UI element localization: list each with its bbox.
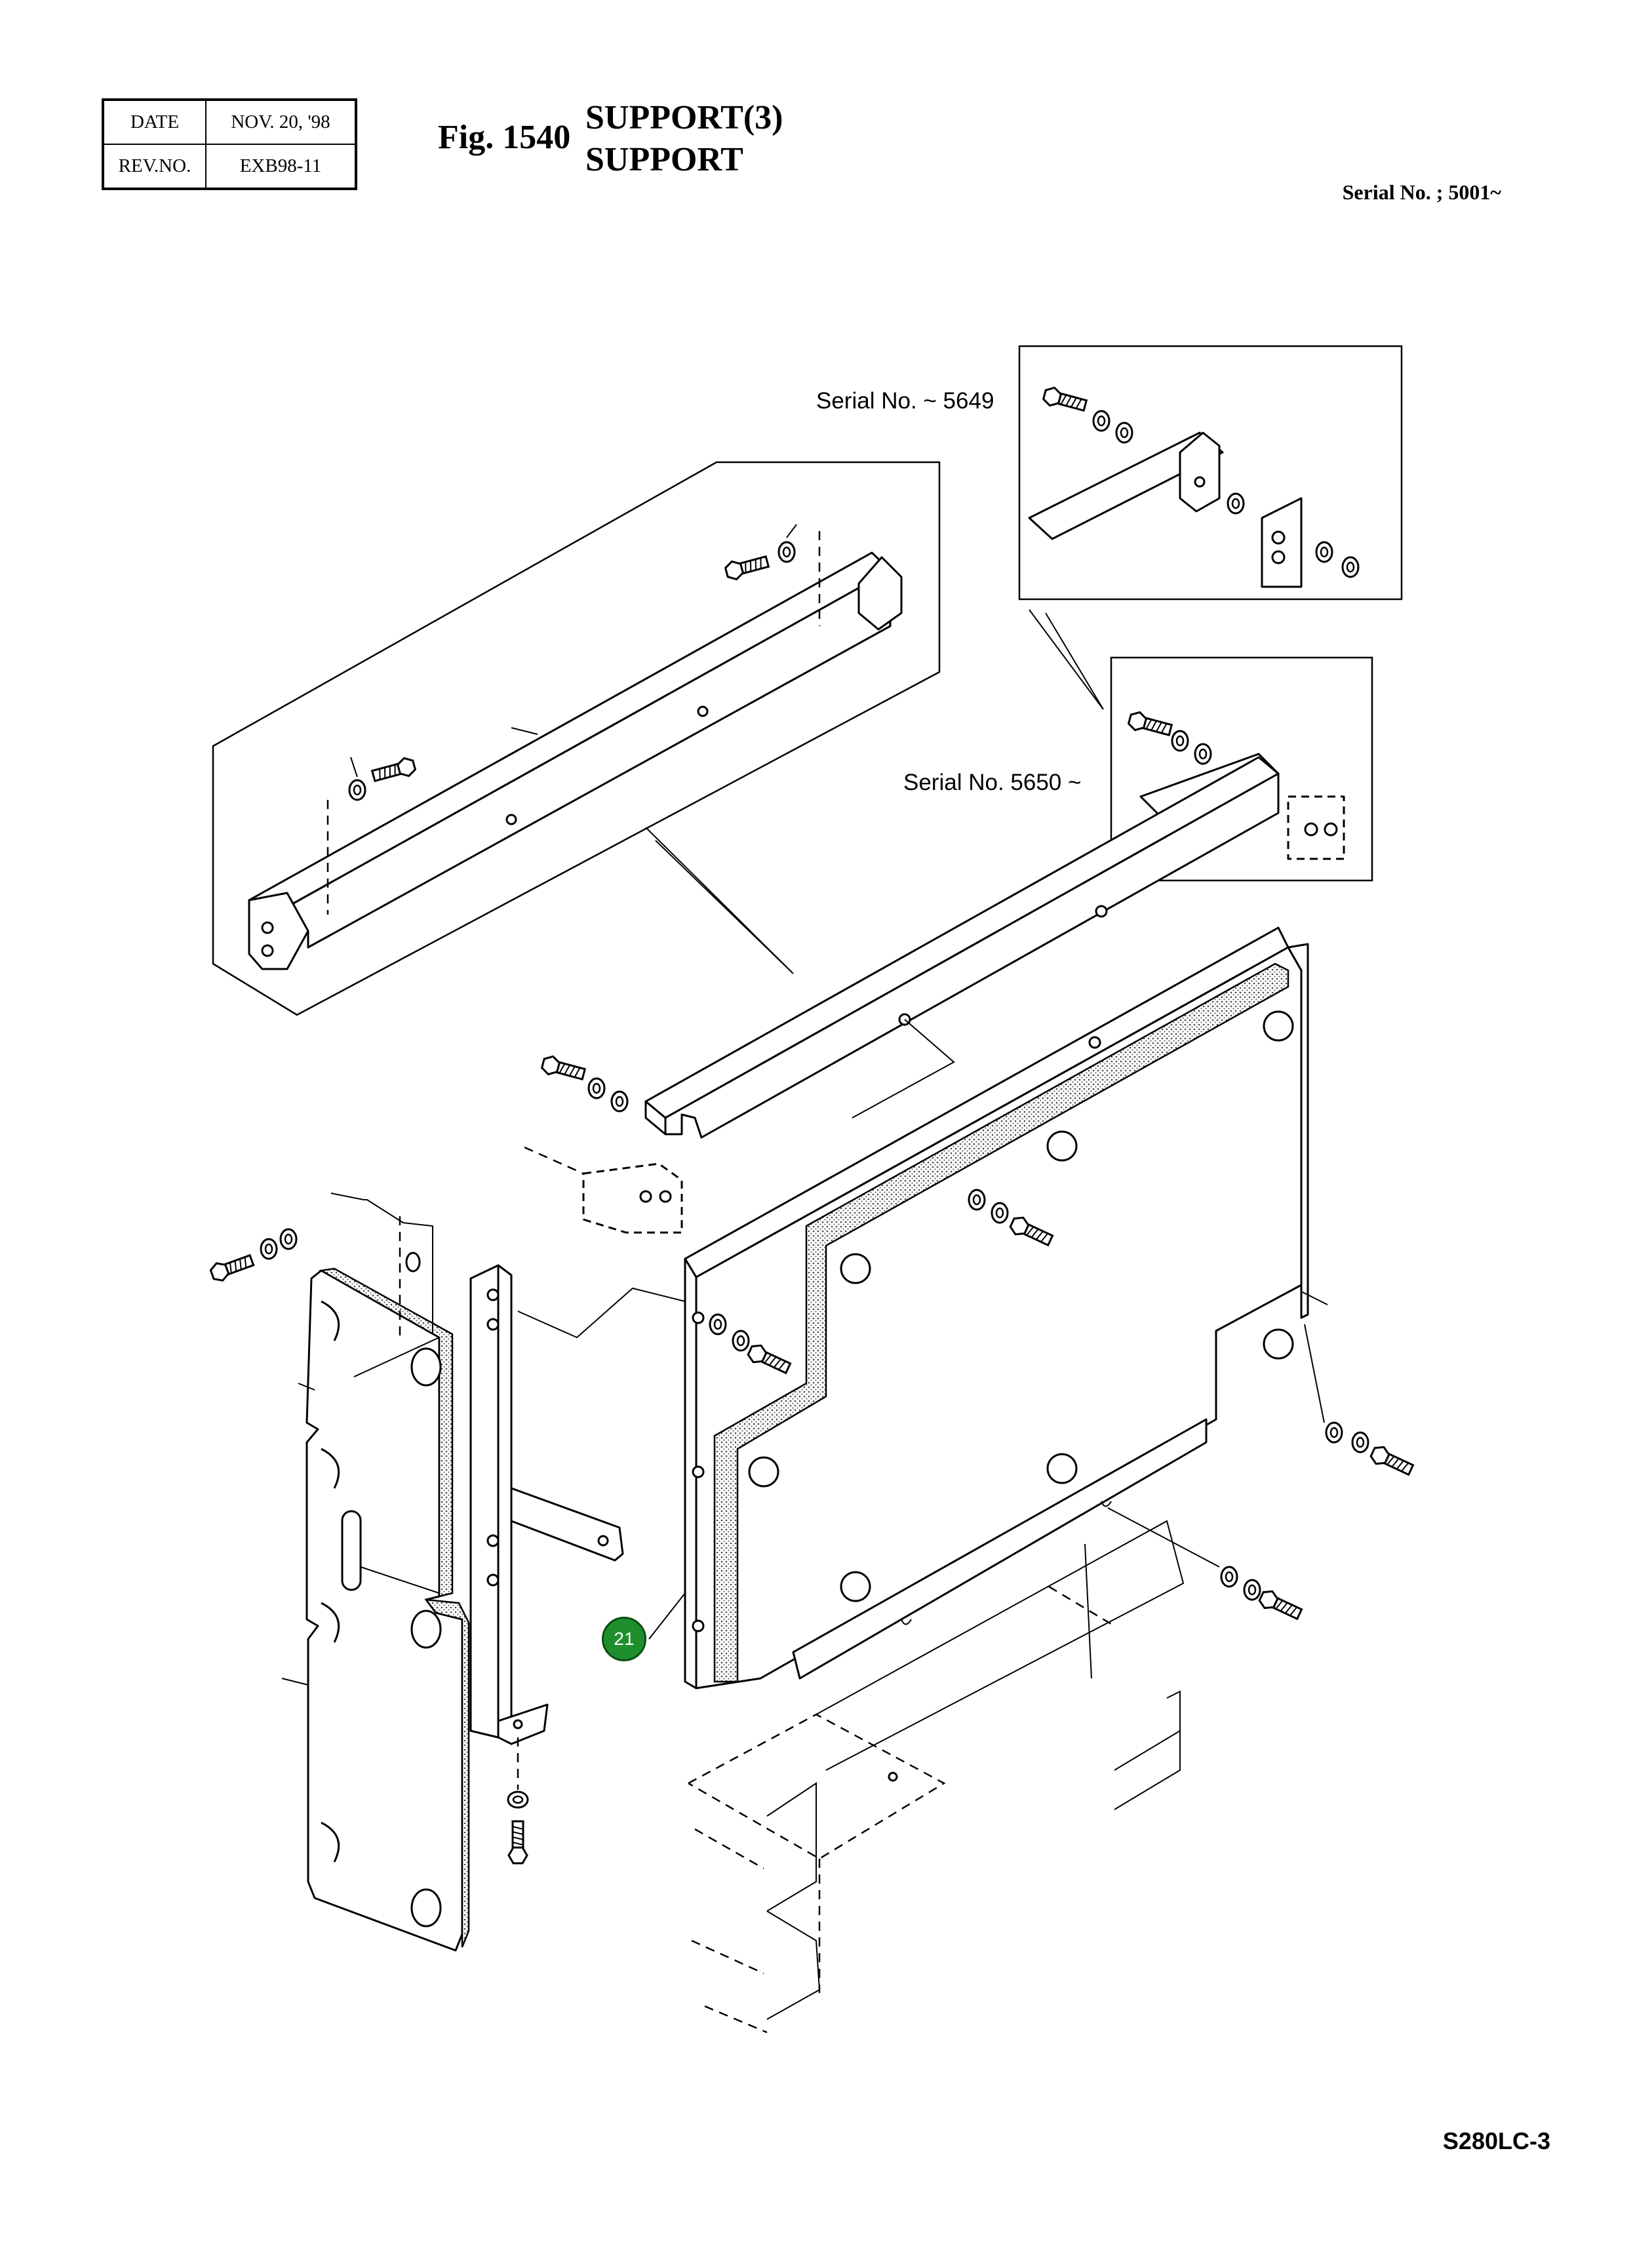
date-value: NOV. 20, '98	[205, 99, 357, 145]
rev-value: EXB98-11	[205, 144, 357, 189]
vertical-bracket	[469, 1264, 624, 1865]
revision-table: DATE NOV. 20, '98 REV.NO. EXB98-11	[102, 98, 357, 190]
main-panel	[517, 926, 1416, 1690]
figure-title: SUPPORT(3)	[585, 99, 783, 136]
beam-detail-old	[212, 461, 941, 1016]
serial-range: Serial No. ; 5001~	[1342, 180, 1501, 204]
serial-old-label: Serial No. ~ 5649	[816, 388, 994, 414]
figure-number: Fig. 1540	[438, 119, 571, 156]
part-number-badge[interactable]: 21	[602, 1617, 646, 1661]
support-beam	[524, 756, 1280, 1234]
figure-subtitle: SUPPORT	[585, 141, 743, 178]
side-cover-plate	[208, 1193, 470, 1952]
frame-structure	[688, 1520, 1185, 2034]
date-label: DATE	[102, 99, 206, 145]
model-code: S280LC-3	[1442, 2127, 1550, 2154]
rev-label: REV.NO.	[102, 144, 206, 189]
serial-new-label: Serial No. 5650 ~	[903, 770, 1082, 796]
detail-box-old-serial	[1018, 345, 1403, 601]
